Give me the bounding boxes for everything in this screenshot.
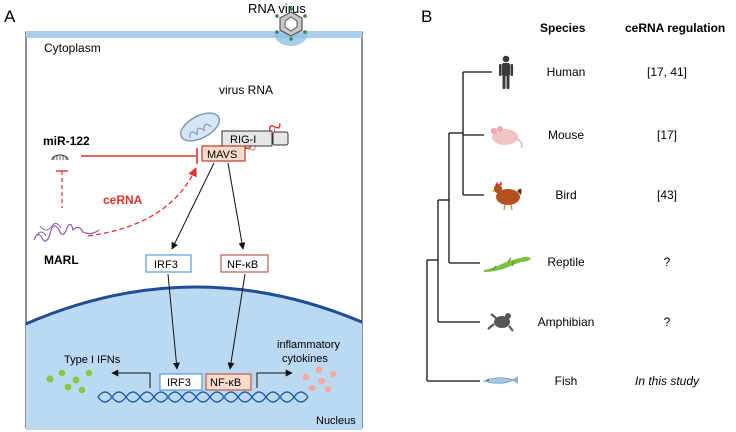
nucleus-label: Nucleus — [316, 415, 356, 427]
species-name-human: Human — [547, 65, 586, 79]
marl-label: MARL — [44, 253, 79, 267]
mavs-to-nfkb-arrow — [227, 162, 246, 250]
species-name-fish: Fish — [555, 374, 578, 388]
chicken-icon — [491, 181, 522, 211]
nfkb-cyto-box — [220, 254, 269, 273]
rigi-box — [221, 130, 273, 147]
inflammatory-label-line1: inflammatory — [277, 339, 340, 351]
frog-icon — [487, 313, 514, 332]
regulation-value-amphibian: ? — [664, 315, 671, 329]
marl-rna-icon — [33, 222, 100, 242]
species-name-reptile: Reptile — [547, 255, 585, 269]
species-header: Species — [540, 21, 586, 35]
panel-b-letter: B — [421, 7, 432, 26]
fish-icon — [482, 376, 518, 384]
rigi-domain — [272, 131, 289, 146]
mouse-icon — [490, 126, 523, 149]
cerna-arrow — [87, 167, 197, 237]
phylogenetic-tree — [426, 71, 492, 382]
virus-rna-label: virus RNA — [219, 83, 273, 97]
mirna-icon — [51, 154, 69, 161]
species-name-amphibian: Amphibian — [538, 315, 595, 329]
cytokine-dots — [302, 366, 337, 393]
mir-label: miR-122 — [43, 134, 90, 148]
mavs-to-irf3-arrow — [171, 162, 215, 250]
regulation-value-mouse: [17] — [657, 128, 677, 142]
nfkb-cyto-label: NF-κB — [227, 259, 258, 271]
regulation-header: ceRNA regulation — [625, 21, 725, 35]
regulation-value-bird: [43] — [657, 188, 677, 202]
cerna-label: ceRNA — [103, 193, 143, 207]
irf3-cyto-label: IRF3 — [154, 259, 178, 271]
cytokine-expression-arrow — [256, 369, 293, 388]
type1-ifn-dots — [46, 369, 93, 394]
irf3-cyto-box — [145, 254, 192, 273]
mavs-box — [201, 145, 246, 162]
mavs-label: MAVS — [207, 149, 237, 161]
regulation-value-human: [17, 41] — [647, 65, 687, 79]
nfkb-nuclear-box — [205, 373, 252, 391]
rna-virus-icon — [274, 7, 308, 46]
irf3-translocation-arrow — [167, 273, 180, 370]
human-icon — [499, 55, 514, 89]
species-name-bird: Bird — [555, 188, 576, 202]
panel-a-letter: A — [4, 7, 16, 26]
dna-helix-icon — [97, 391, 309, 403]
species-name-mouse: Mouse — [548, 128, 584, 142]
type1-ifn-label: Type I IFNs — [64, 354, 121, 366]
mitochondrion-icon — [180, 112, 220, 142]
lizard-icon — [484, 256, 531, 272]
virus-label: RNA virus — [248, 1, 306, 16]
cytoplasm-label: Cytoplasm — [44, 41, 101, 55]
inflammatory-label-line2: cytokines — [282, 353, 328, 365]
species-rows: Human [17, 41] Mouse [17] Bird [43] Reptile? Am… — [538, 65, 700, 388]
rigi-label: RIG-I — [230, 134, 256, 146]
irf3-nuclear-label: IRF3 — [167, 377, 191, 389]
regulation-value-reptile: ? — [664, 255, 671, 269]
cell-membrane — [26, 31, 362, 38]
nfkb-translocation-arrow — [227, 273, 246, 370]
type1-expression-arrow — [111, 369, 151, 388]
regulation-value-fish: In this study — [635, 374, 700, 388]
irf3-nuclear-box — [159, 373, 203, 391]
nfkb-nuclear-label: NF-κB — [210, 377, 241, 389]
